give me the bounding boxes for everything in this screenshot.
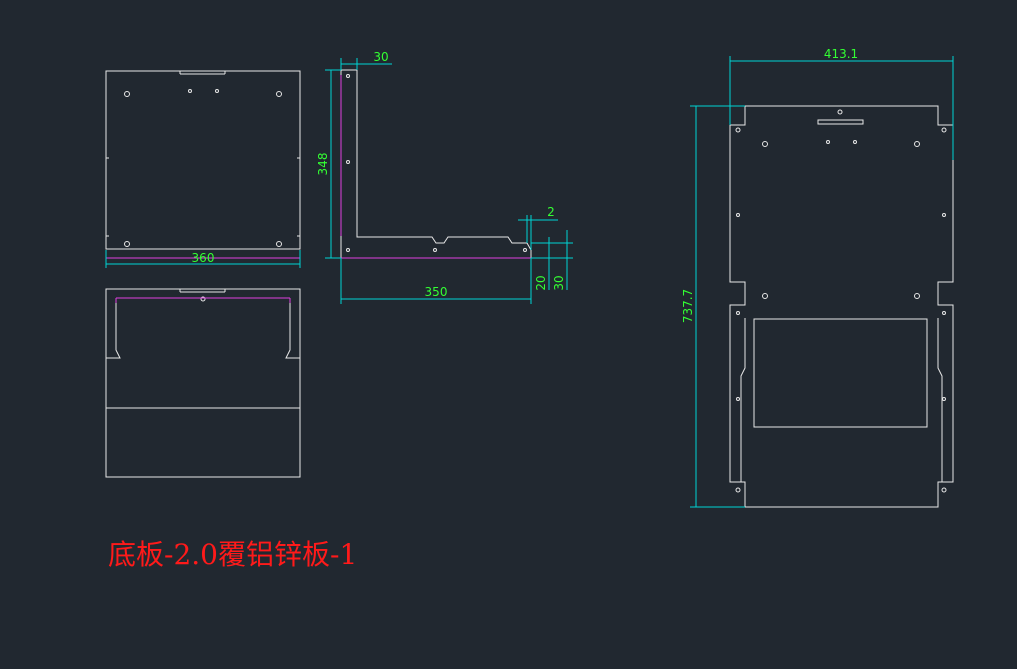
dim-413-1-label: 413.1 [824, 47, 858, 61]
hole [762, 141, 768, 147]
dim-2-label: 2 [547, 205, 555, 219]
side-view-dimensions [325, 58, 573, 304]
dim-350-label: 350 [425, 285, 448, 299]
front-view-bend-lines [115, 297, 291, 303]
hole [124, 91, 130, 97]
drawing-title: 底板-2.0覆铝锌板-1 [108, 538, 357, 571]
dim-30-top-label: 30 [373, 50, 388, 64]
flat-pattern-slot [817, 119, 864, 125]
hole [942, 311, 946, 315]
flat-pattern [729, 105, 954, 508]
flat-pattern-outline [729, 105, 954, 508]
hole [346, 248, 350, 252]
hole [276, 241, 282, 247]
hole [200, 296, 206, 302]
dim-348-label: 348 [316, 153, 330, 176]
hole [346, 160, 350, 164]
flat-pattern-dimensions [690, 56, 954, 508]
front-view [105, 288, 301, 478]
hole [762, 293, 768, 299]
hole [941, 127, 947, 133]
hole [736, 213, 740, 217]
hole [188, 89, 192, 93]
front-view-outline [105, 288, 301, 478]
dim-360 [105, 250, 301, 268]
hole [941, 487, 947, 493]
hole [346, 74, 350, 78]
flat-pattern-cutout [753, 318, 928, 428]
side-view-bend-lines [340, 75, 531, 259]
dim-30-right-label: 30 [552, 275, 566, 290]
dim-360-label: 360 [192, 251, 215, 265]
hole [736, 397, 740, 401]
top-view [105, 70, 301, 250]
hole [837, 109, 843, 115]
dim-737-7-label: 737.7 [681, 289, 695, 323]
hole [276, 91, 282, 97]
top-view-outline [105, 70, 301, 250]
side-view [340, 69, 532, 259]
hole [215, 89, 219, 93]
hole [942, 397, 946, 401]
hole [853, 140, 857, 144]
hole [826, 140, 830, 144]
hole [523, 248, 527, 252]
hole [914, 293, 920, 299]
hole [433, 248, 437, 252]
side-view-outline [340, 69, 532, 259]
hole [942, 213, 946, 217]
dim-20-label: 20 [534, 275, 548, 290]
hole [735, 487, 741, 493]
hole [124, 241, 130, 247]
hole [736, 311, 740, 315]
hole [914, 141, 920, 147]
hole [735, 127, 741, 133]
